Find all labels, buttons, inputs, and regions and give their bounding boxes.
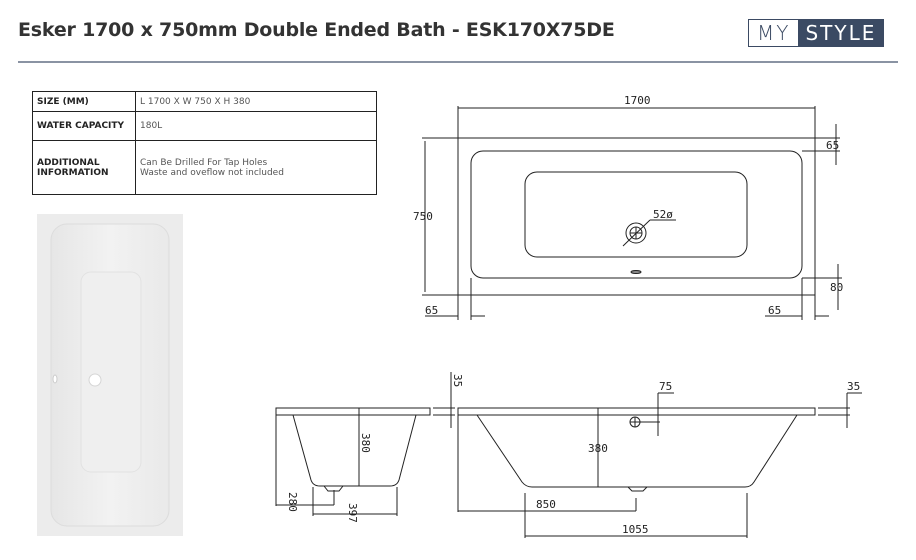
- dim-side-base: 1055: [622, 523, 649, 536]
- dim-end-base: 397: [346, 503, 359, 523]
- dim-rim-right: 65: [768, 304, 781, 317]
- spec-value-line: Waste and oveflow not included: [140, 167, 284, 178]
- page-title: Esker 1700 x 750mm Double Ended Bath - E…: [18, 19, 615, 41]
- side-view: [457, 392, 862, 538]
- dim-side-depth: 380: [588, 442, 608, 455]
- dim-waste: 52ø: [653, 208, 673, 221]
- header-divider: [18, 61, 898, 63]
- spec-row-size: SIZE (MM) L 1700 X W 750 X H 380: [32, 91, 377, 112]
- dim-overflow: 75: [659, 380, 672, 393]
- logo-style: STYLE: [798, 20, 884, 46]
- mystyle-logo: MY STYLE: [748, 19, 885, 47]
- spec-value-line: Can Be Drilled For Tap Holes: [140, 157, 268, 168]
- bath-photo: [37, 214, 183, 536]
- spec-label-line: ADDITIONAL: [37, 157, 100, 168]
- dim-end-rim: 35: [451, 374, 464, 387]
- dim-width: 750: [413, 210, 433, 223]
- end-view: [275, 372, 455, 516]
- spec-label-line: INFORMATION: [37, 167, 109, 178]
- dim-side-waste: 850: [536, 498, 556, 511]
- dim-rim-bottom: 80: [830, 281, 843, 294]
- dim-length: 1700: [624, 94, 651, 107]
- spec-table: SIZE (MM) L 1700 X W 750 X H 380 WATER C…: [32, 91, 377, 195]
- dim-rim-left: 65: [425, 304, 438, 317]
- dim-rim-top: 65: [826, 139, 839, 152]
- dim-side-rim: 35: [847, 380, 860, 393]
- dim-end-waste: 280: [286, 492, 299, 512]
- logo-my: MY: [749, 20, 799, 46]
- dim-end-depth: 380: [359, 433, 372, 453]
- spec-value: 180L: [135, 111, 377, 141]
- plan-view: [422, 106, 842, 320]
